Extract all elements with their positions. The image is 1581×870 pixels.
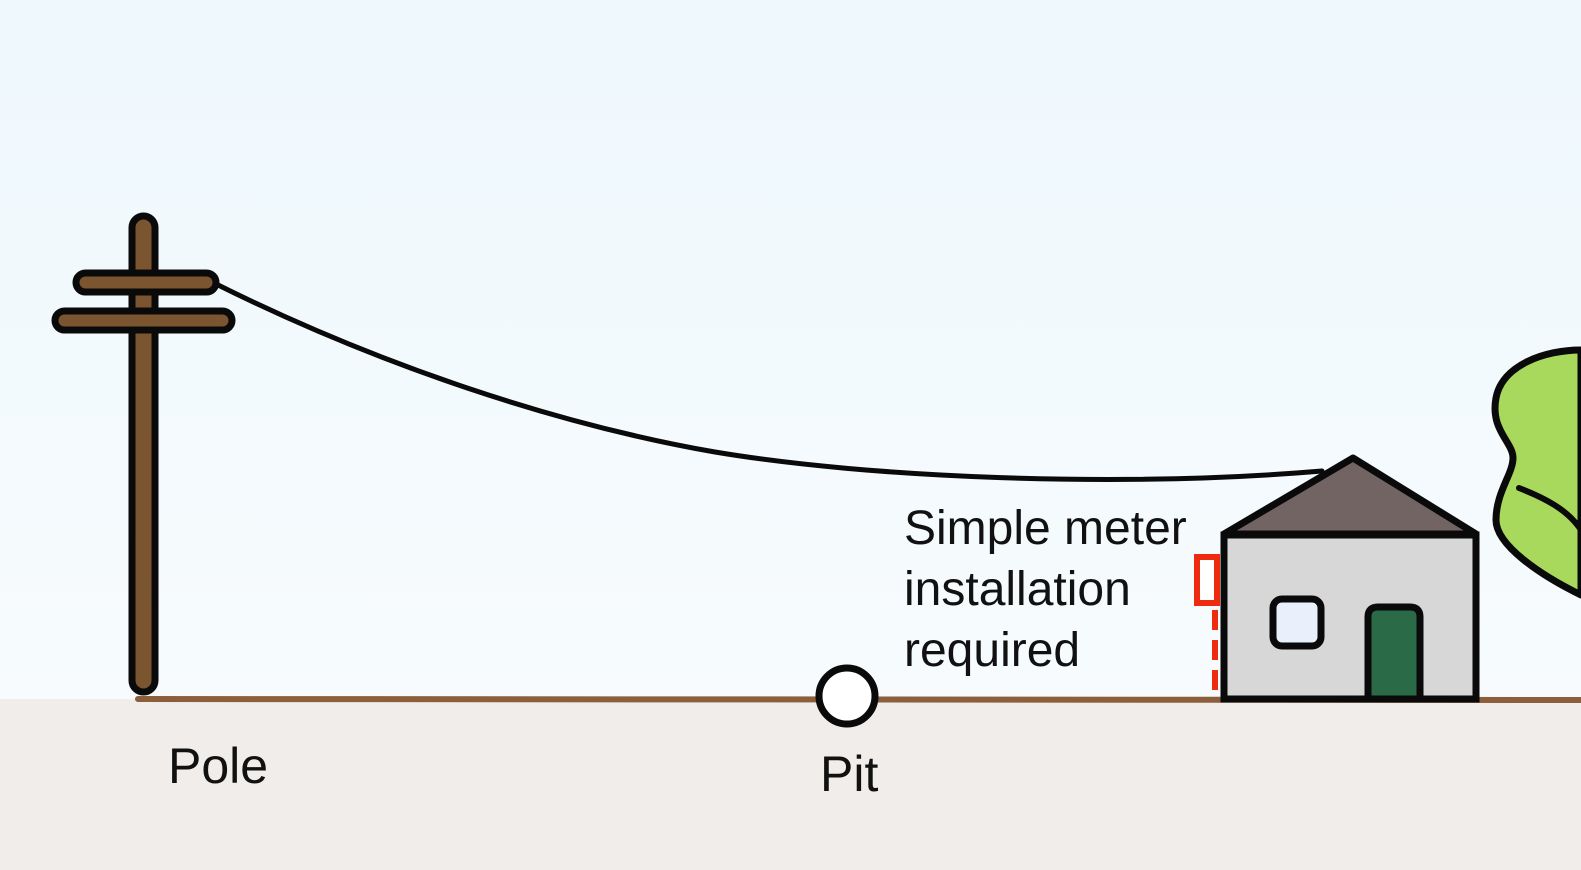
utility-pole-icon [51,212,236,696]
pole-label: Pole [168,738,269,794]
window [1269,595,1325,650]
meter-installation-note: Simple meter installation required [904,502,1187,677]
pit-icon [815,664,879,728]
door [1364,603,1424,703]
meter-box-icon [1194,554,1220,693]
house-icon [1220,454,1480,703]
tree-icon [1491,346,1581,599]
overhead-cable [209,279,1325,482]
pit-label: Pit [820,746,879,802]
ground [0,699,1581,870]
